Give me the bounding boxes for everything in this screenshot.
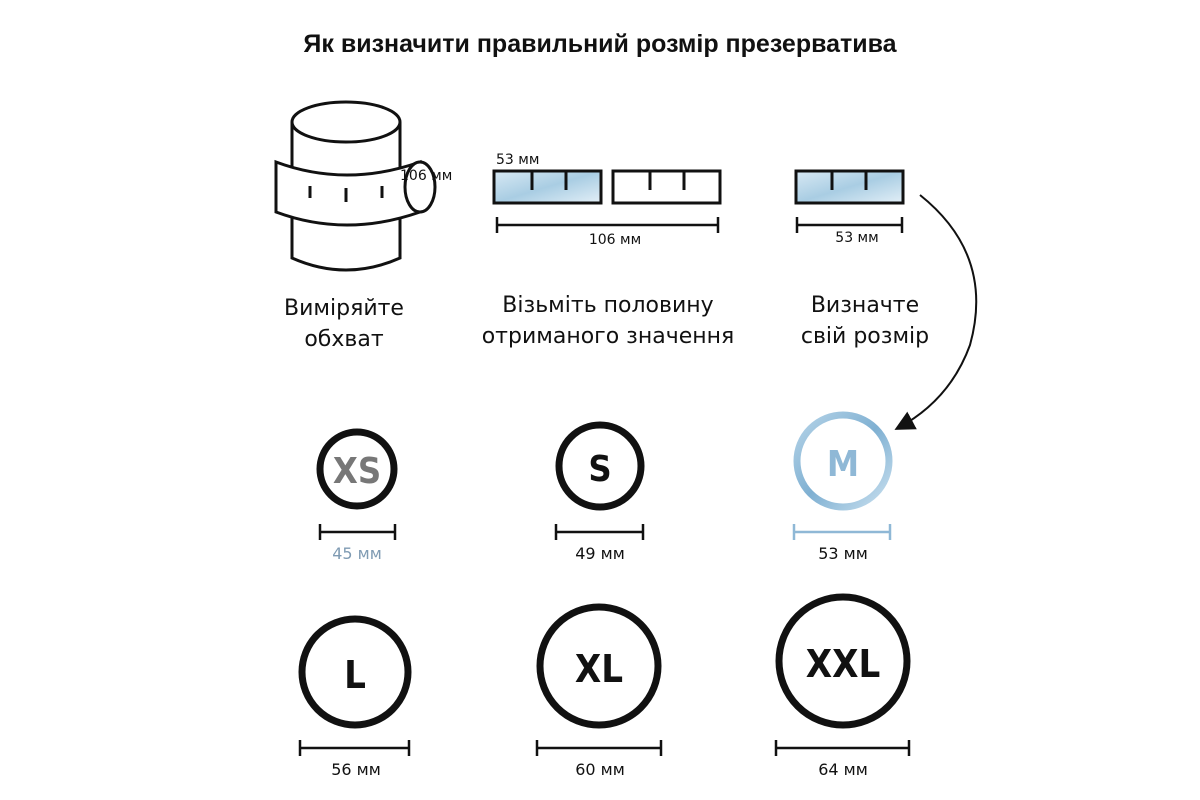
size-circle-xl: XL xyxy=(535,603,663,756)
size-width-xxl: 64 мм xyxy=(818,760,868,779)
size-code-l: L xyxy=(344,653,366,697)
size-circle-s: S xyxy=(554,421,645,540)
size-circle-l: L xyxy=(298,615,412,756)
step1-measure-label: 106 мм xyxy=(400,168,453,184)
size-circle-xxl: XXL xyxy=(774,593,911,756)
step3-caption-line2: свій розмір xyxy=(800,324,930,349)
step2-caption-line1: Візьміть половину xyxy=(502,293,714,318)
step1-caption: Виміряйте обхват xyxy=(244,293,444,355)
tape-halves-illustration xyxy=(492,169,722,233)
size-code-xxl: XXL xyxy=(806,642,881,686)
step2-caption-line2: отриманого значення xyxy=(481,324,735,349)
step2-half-measure-label: 53 мм xyxy=(496,152,540,168)
size-code-m: M xyxy=(827,444,859,485)
size-circle-m: M xyxy=(792,411,893,540)
step3-measure-label: 53 мм xyxy=(835,230,879,246)
size-width-s: 49 мм xyxy=(575,544,625,563)
size-circle-xs: XS xyxy=(316,428,398,540)
step2-full-measure-label: 106 мм xyxy=(588,232,642,248)
size-code-xs: XS xyxy=(333,451,381,492)
step1-caption-line1: Виміряйте xyxy=(284,296,404,321)
pointer-arrow xyxy=(894,194,978,430)
size-width-xl: 60 мм xyxy=(575,760,625,779)
size-code-xl: XL xyxy=(575,647,623,691)
step3-caption: Визначте свій розмір xyxy=(770,290,960,352)
size-width-l: 56 мм xyxy=(331,760,381,779)
single-tape-illustration xyxy=(794,169,905,233)
page-title: Як визначити правильний розмір презерват… xyxy=(303,30,897,58)
size-code-s: S xyxy=(588,449,611,490)
step2-caption: Візьміть половину отриманого значення xyxy=(452,290,764,352)
size-width-xs: 45 мм xyxy=(332,544,382,563)
step3-caption-line1: Визначте xyxy=(810,293,920,318)
size-width-m: 53 мм xyxy=(818,544,868,563)
step1-caption-line2: обхват xyxy=(304,327,384,352)
cylinder-measure-illustration xyxy=(274,100,437,272)
